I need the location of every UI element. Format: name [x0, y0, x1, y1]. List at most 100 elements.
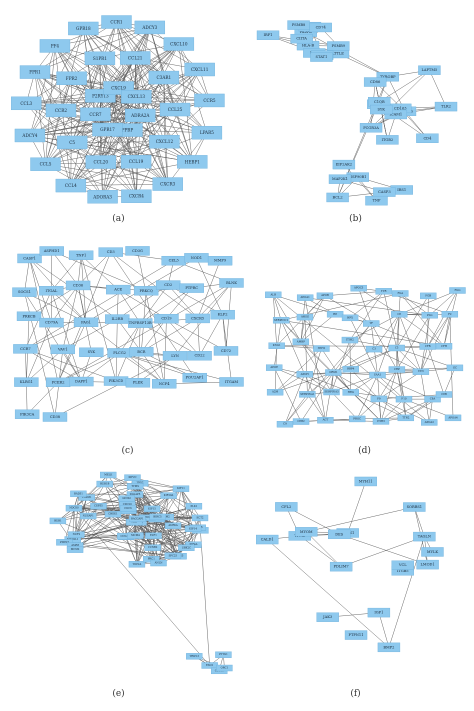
edge — [199, 314, 223, 356]
edge — [77, 251, 111, 286]
gene-node-box — [68, 531, 85, 538]
edge — [339, 534, 428, 565]
gene-node: PDLIM7 — [329, 561, 353, 572]
gene-node-box — [160, 492, 177, 499]
edge — [396, 347, 422, 372]
gene-label: E2F1 — [150, 534, 157, 537]
gene-node-box — [210, 309, 235, 320]
edge — [51, 285, 79, 323]
gene-node-box — [126, 483, 144, 490]
gene-node: C5 — [388, 344, 405, 352]
gene-node-box — [39, 286, 64, 296]
gene-node-box — [215, 651, 232, 658]
edge — [378, 371, 422, 400]
gene-node: FGB — [420, 292, 437, 300]
gene-label: TF — [369, 321, 373, 325]
gene-label: BUB1B — [100, 483, 109, 486]
edge — [370, 70, 430, 128]
gene-label: CCR1 — [110, 20, 123, 25]
gene-node: CD72 — [213, 346, 239, 356]
edge — [98, 506, 127, 537]
gene-node: APOA1 — [296, 294, 314, 301]
gene-node: PIK3CD — [103, 376, 129, 386]
gene-node: FPR2 — [56, 71, 87, 85]
edge — [443, 314, 451, 347]
gene-node-box — [216, 664, 233, 672]
gene-node-box — [376, 135, 399, 145]
gene-node-box — [128, 561, 146, 568]
gene-label: ASPHD1 — [43, 249, 60, 253]
gene-node: ALB — [265, 291, 282, 299]
gene-label: CFH — [441, 344, 448, 348]
edge — [25, 260, 174, 350]
gene-node: PSMB9 — [327, 41, 350, 51]
gene-node-box — [186, 653, 203, 660]
edge — [166, 287, 192, 319]
gene-node-box — [65, 280, 91, 291]
gene-node: APOH — [296, 371, 313, 378]
gene-node: CIITA — [290, 33, 313, 44]
gene-node: F9 — [370, 395, 388, 403]
gene-node-box — [219, 377, 244, 387]
gene-node-box — [70, 490, 87, 498]
edge — [165, 495, 169, 518]
edge — [222, 314, 227, 351]
edge — [51, 290, 82, 382]
gene-node-box — [265, 364, 283, 371]
gene-node: APOE — [265, 364, 283, 371]
gene-node: ADRA2A — [125, 108, 156, 123]
edge — [118, 289, 141, 324]
gene-label: CXCL10 — [170, 42, 188, 47]
gene-node-box — [149, 513, 166, 521]
gene-label: CDC6 — [124, 507, 132, 510]
edge — [350, 392, 406, 419]
gene-node: STAT1 — [310, 52, 333, 62]
edge — [429, 290, 458, 316]
gene-node: C8B — [435, 391, 453, 398]
gene-label: CCL19 — [129, 159, 144, 164]
edge — [381, 109, 388, 140]
gene-node-box — [272, 317, 290, 324]
edge — [156, 518, 187, 548]
edge — [164, 100, 210, 142]
gene-label: ADCY3 — [141, 25, 157, 30]
gene-label: CCNA2 — [120, 535, 130, 538]
gene-node-box — [287, 20, 310, 30]
edge — [378, 612, 390, 648]
gene-node-box — [187, 351, 212, 361]
gene-label: KIF20A — [164, 494, 174, 497]
gene-label: PAG1 — [81, 320, 91, 324]
gene-node-box — [125, 378, 151, 388]
edge — [70, 58, 101, 186]
gene-label: CASP3 — [378, 190, 391, 194]
gene-node-box — [275, 502, 298, 512]
gene-label: ITGB5 — [397, 569, 409, 573]
gene-label: TAGLN — [418, 535, 431, 539]
gene-label: TOP2A — [133, 563, 142, 566]
edge — [429, 70, 447, 107]
gene-node: NUSAP1 — [79, 512, 97, 520]
gene-label: CD22 — [194, 354, 204, 358]
gene-node: IRF1 — [256, 30, 280, 40]
edge — [141, 318, 198, 353]
gene-node-box — [435, 391, 453, 398]
gene-label: HEBP1 — [185, 159, 201, 164]
gene-node-box — [30, 157, 61, 171]
gene-node-box — [418, 65, 441, 75]
edge — [429, 399, 433, 423]
gene-node: SERPINA3 — [323, 388, 340, 396]
gene-label: SOCS1 — [18, 290, 31, 294]
gene-node-box — [73, 317, 99, 327]
edge — [51, 250, 147, 292]
network-e: NDC80CCNB1CDK1BUB1BUB1BTTKKIF11KIF20AAUR… — [49, 471, 233, 675]
gene-node-box — [98, 247, 123, 257]
gene-node: GPR17 — [92, 122, 123, 137]
gene-node-box — [126, 491, 144, 498]
edge — [400, 293, 445, 347]
gene-node: ACE — [106, 284, 131, 295]
gene-label: IL2RB — [112, 317, 124, 321]
gene-label: AGT — [322, 418, 329, 422]
gene-node-box — [449, 287, 466, 294]
edge — [443, 290, 458, 347]
edge — [341, 536, 425, 567]
